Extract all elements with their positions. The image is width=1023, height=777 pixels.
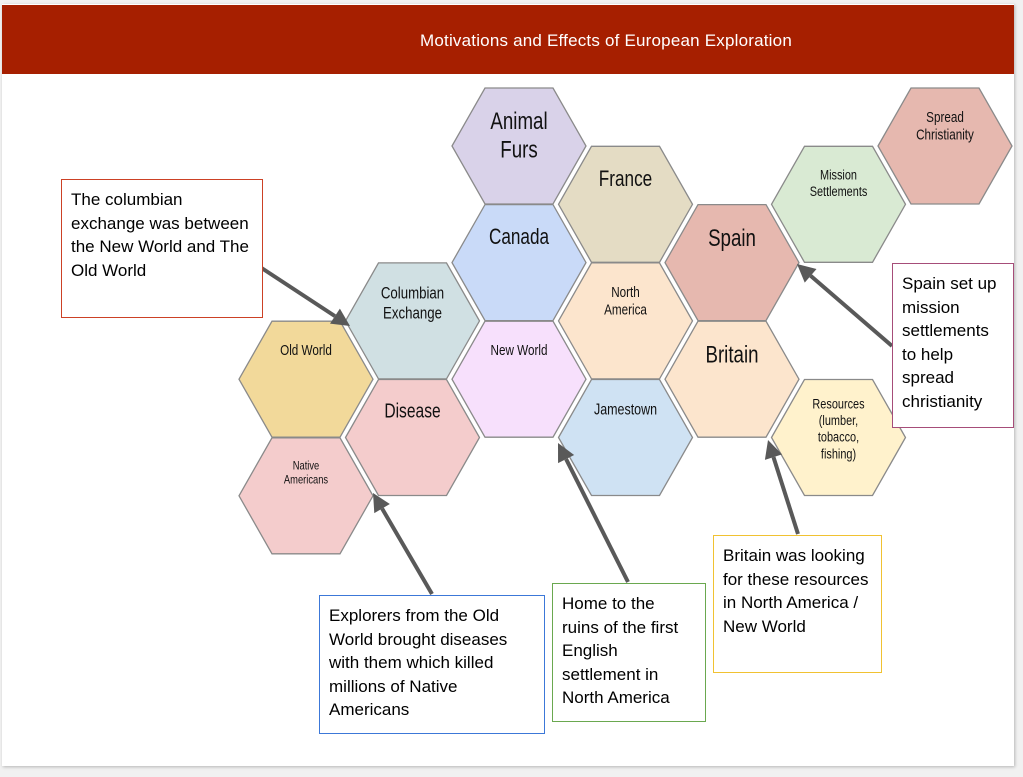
hexagon-label: Jamestown — [594, 401, 657, 419]
arrow-to-disease — [373, 493, 434, 596]
arrow-line — [255, 263, 337, 318]
hexagon-spain: Spain — [664, 203, 800, 322]
hexagon-label: fishing) — [821, 446, 856, 462]
hexagon-resources: Resources(lumber,tobacco,fishing) — [770, 378, 907, 497]
hexagon-label: Christianity — [916, 126, 974, 143]
hexagon-new-world: New World — [451, 320, 587, 438]
arrowhead — [764, 440, 783, 460]
arrowhead — [373, 493, 390, 514]
header-bar: Motivations and Effects of European Expl… — [2, 5, 1014, 74]
hexagon-label: Spain — [708, 225, 756, 252]
hexagon-label: North — [611, 284, 640, 301]
hexagon-label: Furs — [500, 136, 537, 163]
hexagon-jamestown: Jamestown — [557, 378, 694, 497]
hexagon-shape — [664, 320, 800, 438]
hexagon-shape — [451, 320, 587, 438]
hexagon-label: Old World — [280, 342, 332, 359]
spain-note: Spain set up mission settlements to help… — [892, 263, 1014, 428]
arrow-to-spain — [797, 264, 894, 348]
hexagon-shape — [451, 203, 587, 322]
hexagon-label: Disease — [384, 400, 440, 422]
hexagon-label: Exchange — [383, 304, 442, 323]
hexagon-label: France — [599, 167, 652, 192]
hexagon-label: New World — [491, 342, 548, 359]
arrow-line — [380, 507, 434, 596]
hexagon-label: Britain — [705, 341, 758, 368]
jamestown-note: Home to the ruins of the first English s… — [552, 583, 706, 722]
hexagon-label: Settlements — [810, 184, 868, 200]
hexagon-shape — [770, 145, 907, 263]
hexagon-label: Mission — [820, 167, 857, 183]
hexagon-shape — [664, 203, 800, 322]
hexagon-shape — [770, 378, 907, 497]
arrow-to-jamestown — [558, 443, 630, 583]
hexagon-label: America — [604, 301, 647, 318]
arrowhead — [558, 443, 575, 464]
britain-note: Britain was looking for these resources … — [713, 535, 882, 673]
hexagon-label: Columbian — [381, 284, 444, 303]
hexagon-britain: Britain — [664, 320, 800, 438]
hexagon-shape — [557, 262, 694, 380]
hexagon-label: Native — [293, 459, 320, 472]
slide-title: Motivations and Effects of European Expl… — [420, 31, 792, 50]
hexagon-shape — [557, 145, 694, 263]
hexagon-label: Americans — [284, 474, 328, 487]
hexagon-shape — [344, 378, 481, 497]
hexagon-label: Animal — [490, 108, 547, 135]
arrow-to-resources — [764, 440, 800, 535]
hexagon-canada: Canada — [451, 203, 587, 322]
hexagon-label: (lumber, — [819, 413, 858, 429]
columbian-note: The columbian exchange was between the N… — [61, 179, 263, 318]
arrow-line — [564, 458, 630, 583]
hexagon-label: Canada — [489, 225, 549, 250]
disease-note: Explorers from the Old World brought dis… — [319, 595, 545, 734]
slide: Motivations and Effects of European Expl… — [2, 4, 1014, 766]
arrowhead — [797, 264, 817, 283]
hexagon-shape — [238, 437, 374, 555]
hexagon-label: Spread — [926, 109, 964, 126]
hexagon-shape — [238, 320, 374, 438]
hexagon-label: Resources — [812, 396, 864, 412]
arrow-line — [771, 456, 800, 535]
hexagon-shape — [557, 378, 694, 497]
arrow-line — [809, 274, 894, 348]
hexagon-old-world: Old World — [238, 320, 374, 438]
arrowhead — [330, 308, 350, 326]
hexagon-label: tobacco, — [818, 429, 859, 445]
hexagon-disease: Disease — [344, 378, 481, 497]
hexagon-shape — [877, 87, 1013, 205]
hexagon-france: France — [557, 145, 694, 263]
arrow-to-columbian-exchange — [255, 263, 350, 326]
